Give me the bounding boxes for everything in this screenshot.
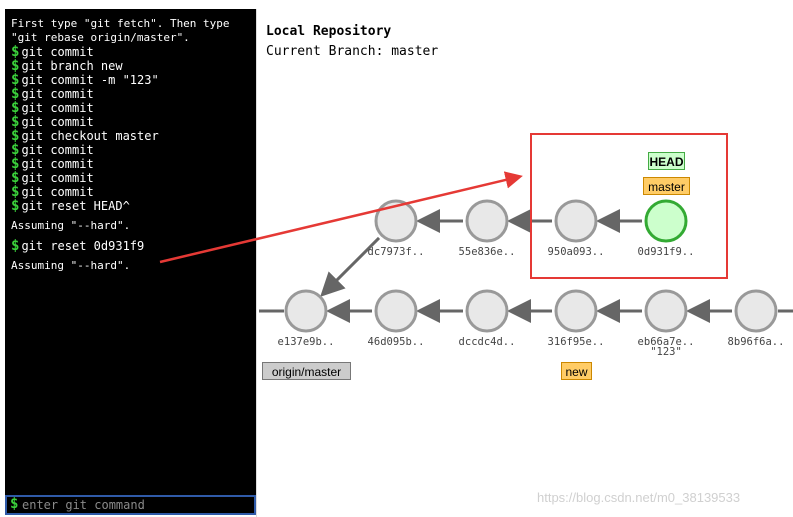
terminal-command-line: $git commit (11, 115, 253, 129)
terminal-command-line: $git branch new (11, 59, 253, 73)
terminal-command-line: $git commit (11, 143, 253, 157)
commit-label: 8b96f6a.. (728, 336, 785, 348)
origin-master-tag[interactable]: origin/master (262, 362, 351, 380)
current-branch: Current Branch: master (266, 44, 439, 59)
commit-edges (259, 209, 793, 323)
commit-label: 0d931f9.. (638, 246, 695, 258)
command-text: git checkout master (21, 129, 159, 143)
commit-nodes: dc7973f.. 55e836e.. 950a093.. 0d931f9.. e137… (278, 199, 785, 358)
commit-label: 46d095b.. (368, 336, 425, 348)
new-branch-tag[interactable]: new (561, 362, 592, 380)
terminal-output: First type "git fetch". Then type "git r… (11, 17, 253, 279)
terminal-command-line: $git commit (11, 45, 253, 59)
prompt-symbol: $ (11, 198, 20, 214)
commit-node[interactable] (374, 289, 418, 333)
commit-node[interactable] (554, 199, 598, 243)
command-text: git reset HEAD^ (21, 199, 130, 213)
terminal-command-line: $git reset 0d931f9 (11, 239, 253, 253)
terminal-panel: First type "git fetch". Then type "git r… (5, 9, 256, 515)
command-text: git commit (21, 101, 94, 115)
terminal-output-line: Assuming "--hard". (11, 259, 131, 272)
watermark: https://blog.csdn.net/m0_38139533 (537, 490, 741, 505)
terminal-command-line: $git checkout master (11, 129, 253, 143)
prompt-symbol: $ (11, 128, 20, 144)
terminal-output-line: Assuming "--hard". (11, 219, 131, 232)
commit-node[interactable] (284, 289, 328, 333)
prompt-symbol: $ (11, 72, 20, 88)
commit-label: dc7973f.. (368, 246, 425, 258)
prompt-symbol: $ (10, 496, 19, 512)
commit-message: "123" (650, 346, 682, 358)
commit-node[interactable] (374, 199, 418, 243)
terminal-command-line: $git commit (11, 87, 253, 101)
command-text: git branch new (21, 59, 123, 73)
commit-node[interactable] (465, 289, 509, 333)
commit-label: 950a093.. (548, 246, 605, 258)
parent-edge (320, 236, 381, 297)
command-text: git reset 0d931f9 (21, 239, 145, 253)
command-text: git commit -m "123" (21, 73, 159, 87)
terminal-command-line: $git commit -m "123" (11, 73, 253, 87)
highlight-box (530, 133, 728, 279)
prompt-symbol: $ (11, 142, 20, 158)
commit-node[interactable] (644, 199, 688, 243)
terminal-command-line: $git commit (11, 157, 253, 171)
repo-header: Local Repository Current Branch: master (266, 22, 438, 62)
prompt-symbol: $ (11, 44, 20, 60)
terminal-command-line: $git commit (11, 101, 253, 115)
terminal-command-line: $git commit (11, 171, 253, 185)
terminal-intro: First type "git fetch". Then type "git r… (11, 17, 237, 44)
command-text: git commit (21, 115, 94, 129)
commit-label: 55e836e.. (459, 246, 516, 258)
prompt-symbol: $ (11, 184, 20, 200)
terminal-command-line: $git reset HEAD^ (11, 199, 253, 213)
command-text: git commit (21, 87, 94, 101)
commit-node[interactable] (465, 199, 509, 243)
annotation-arrow (159, 171, 523, 264)
panel-divider (256, 9, 257, 517)
commit-label: dccdc4d.. (459, 336, 516, 348)
command-text: git commit (21, 157, 94, 171)
commit-label: eb66a7e.. (638, 336, 695, 348)
terminal-command-line: $git commit (11, 185, 253, 199)
commit-label: e137e9b.. (278, 336, 335, 348)
prompt-symbol: $ (11, 238, 20, 254)
head-tag[interactable]: HEAD (648, 152, 685, 170)
command-text: git commit (21, 45, 94, 59)
prompt-symbol: $ (11, 86, 20, 102)
repo-title: Local Repository (266, 24, 392, 39)
command-text: git commit (21, 185, 94, 199)
master-branch-tag[interactable]: master (643, 177, 690, 195)
commit-label: 316f95e.. (548, 336, 605, 348)
commit-node[interactable] (644, 289, 688, 333)
prompt-symbol: $ (11, 156, 20, 172)
commit-node[interactable] (554, 289, 598, 333)
command-input-bar[interactable]: $ (5, 495, 256, 515)
prompt-symbol: $ (11, 170, 20, 186)
command-text: git commit (21, 171, 94, 185)
prompt-symbol: $ (11, 58, 20, 74)
git-command-input[interactable] (22, 497, 248, 513)
commit-node[interactable] (734, 289, 778, 333)
command-text: git commit (21, 143, 94, 157)
prompt-symbol: $ (11, 100, 20, 116)
prompt-symbol: $ (11, 114, 20, 130)
